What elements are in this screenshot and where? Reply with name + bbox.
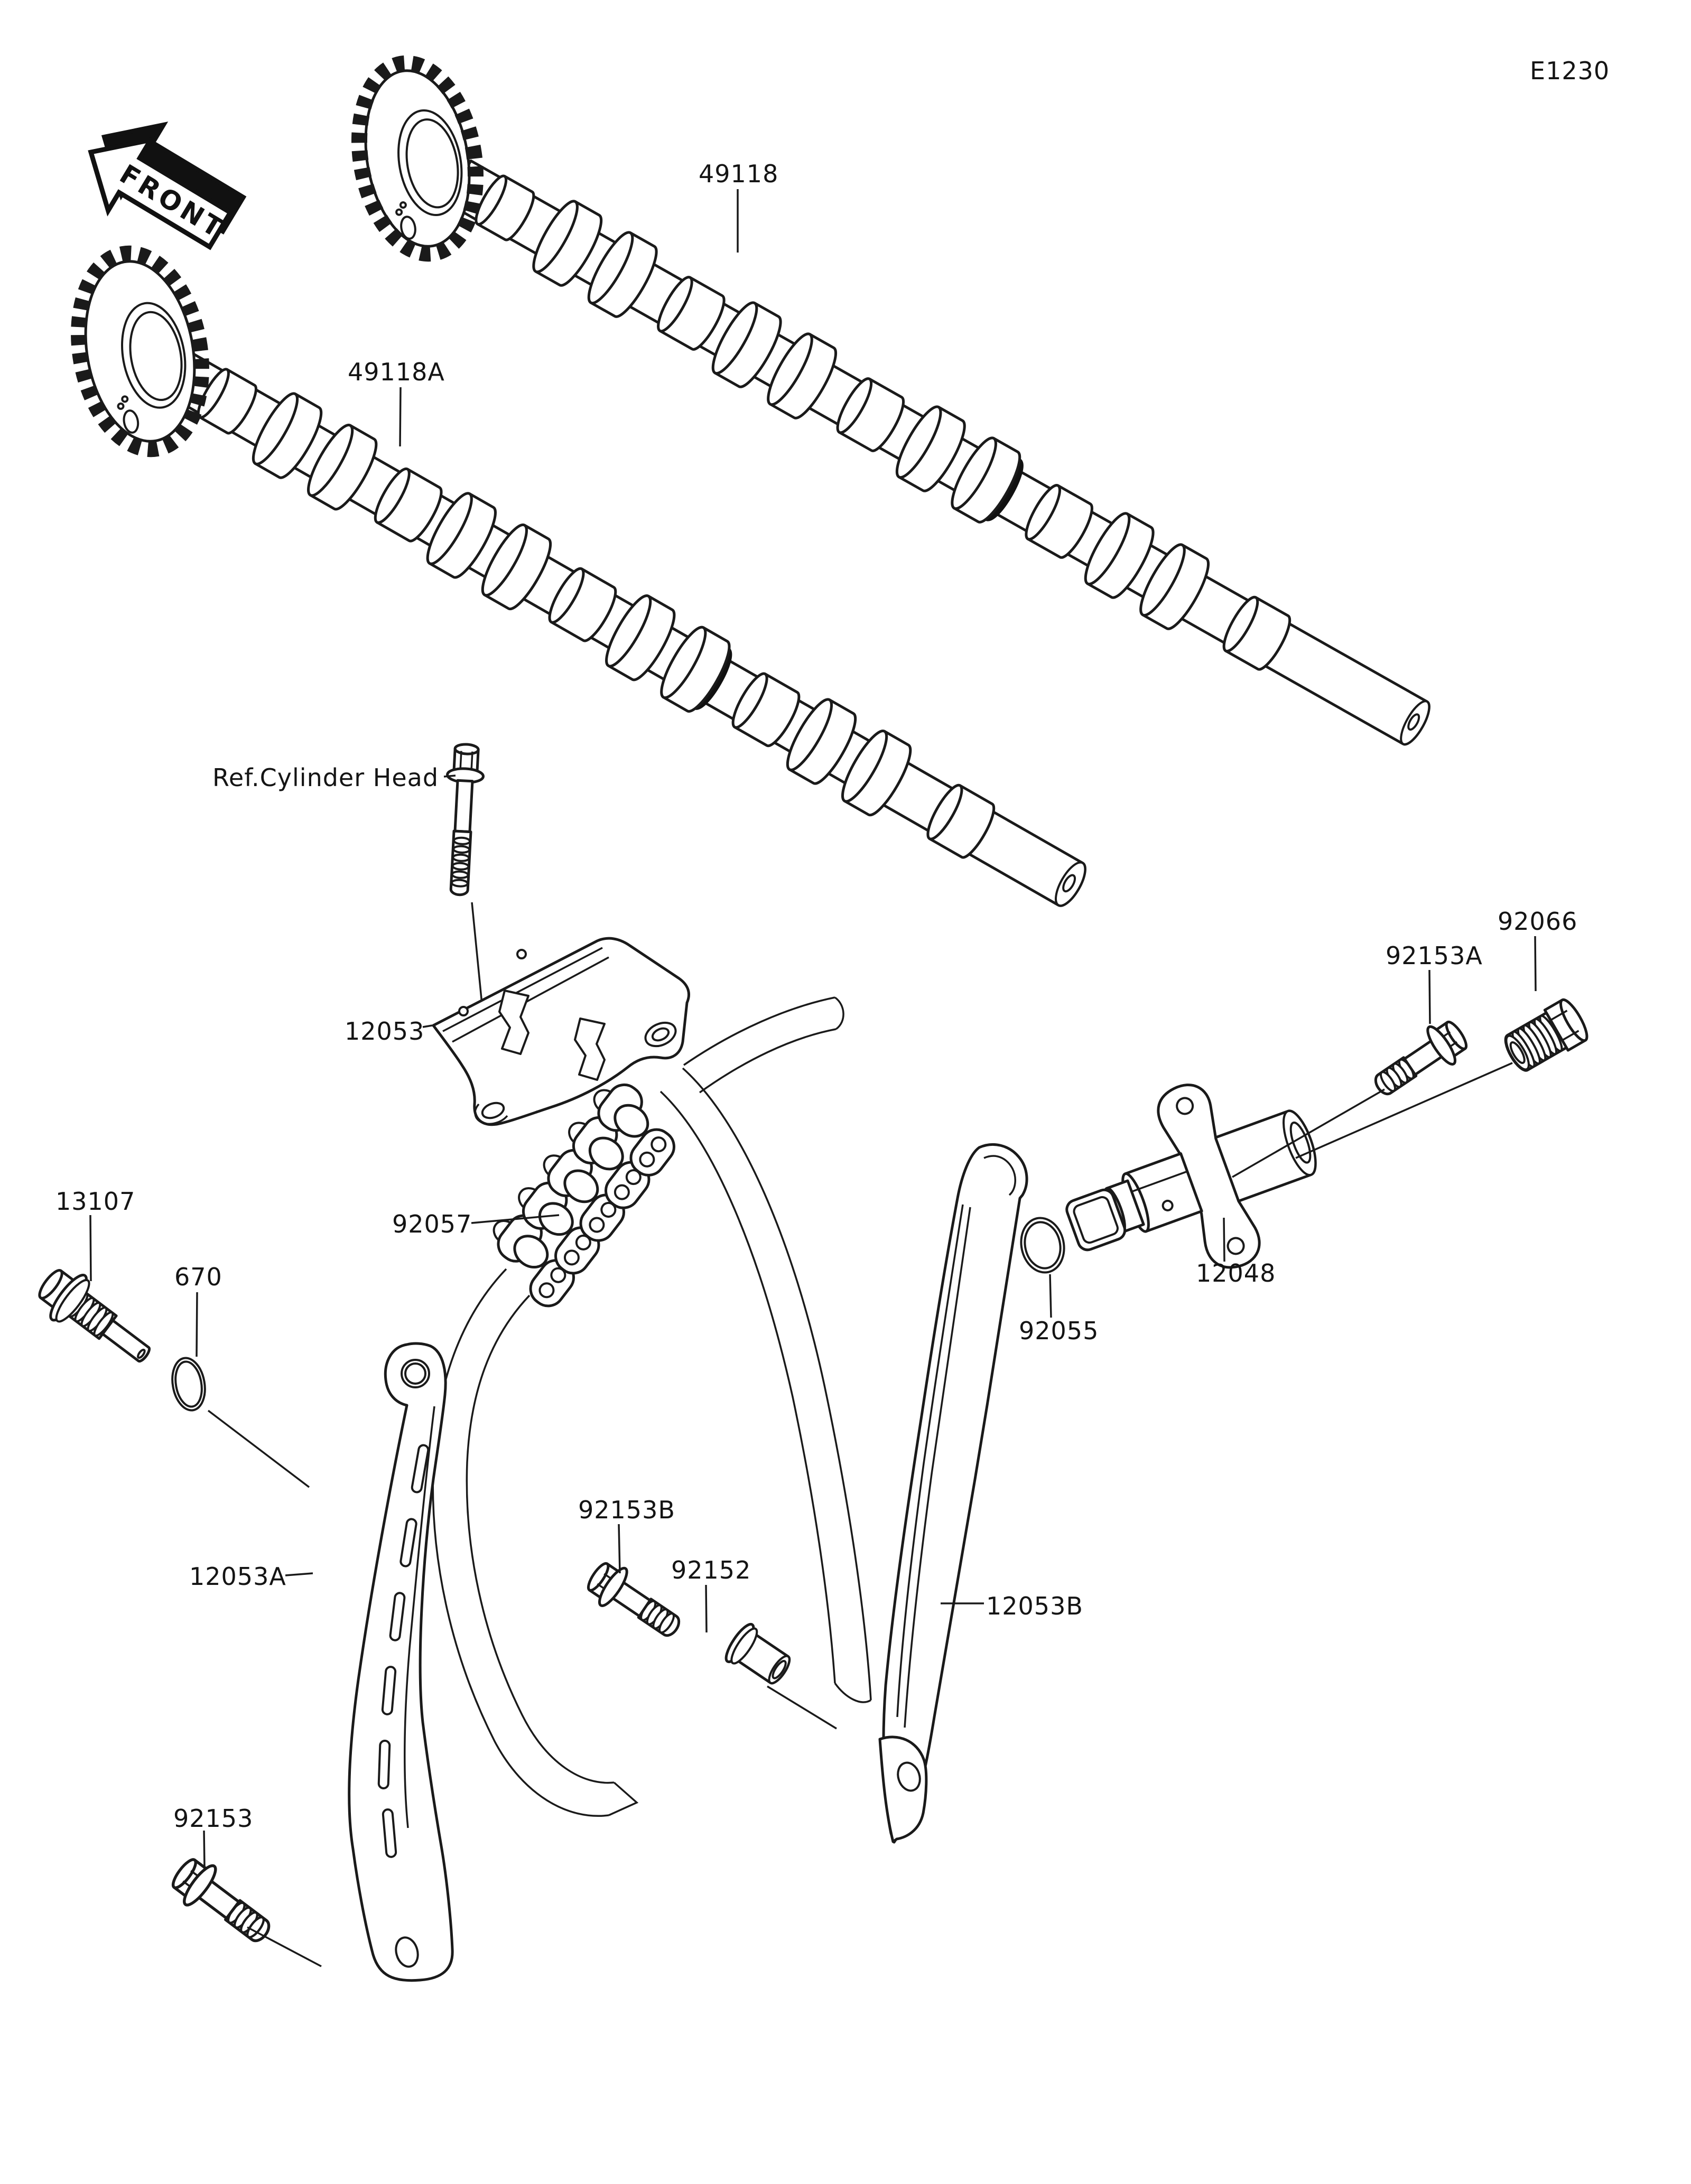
leader-670-part <box>207 1410 310 1488</box>
camshaft-exhaust <box>351 55 1430 746</box>
leader-lines <box>89 189 1537 1967</box>
part-label-92153: 92153 <box>173 1804 253 1833</box>
leader-92152 <box>705 1584 708 1633</box>
cam-chain-outline <box>432 996 872 1817</box>
part-label-13107: 13107 <box>55 1187 135 1216</box>
leader-ref-note <box>443 774 456 778</box>
part-label-12053B: 12053B <box>986 1592 1083 1620</box>
cylinder-head-bolt <box>446 743 485 897</box>
leader-13107 <box>89 1215 92 1282</box>
leader-12053A <box>285 1572 313 1576</box>
part-label-670: 670 <box>174 1263 222 1291</box>
part-label-92057: 92057 <box>392 1210 472 1238</box>
chain-tensioner <box>1065 1084 1317 1269</box>
front-arrow: FRONT <box>88 122 247 250</box>
leader-92057 <box>471 1214 560 1224</box>
part-labels: 49118 49118A Ref.Cylinder Head 12053 920… <box>55 160 1577 1833</box>
diagram-code: E1230 <box>1530 57 1610 85</box>
bolt-92153A <box>1366 1014 1473 1106</box>
part-label-92066: 92066 <box>1498 907 1577 936</box>
ref-cylinder-head-note: Ref.Cylinder Head <box>212 763 439 792</box>
part-label-49118: 49118 <box>699 160 778 188</box>
camshaft-intake <box>71 245 1086 907</box>
leader-49118A <box>399 387 402 447</box>
leader-92066-part <box>1295 1062 1513 1159</box>
part-label-49118A: 49118A <box>348 358 445 386</box>
leader-92153A-part <box>1232 1088 1385 1178</box>
part-label-12048: 12048 <box>1196 1259 1276 1287</box>
part-label-92055: 92055 <box>1019 1317 1099 1345</box>
leader-92153A <box>1428 969 1431 1024</box>
exhaust-sprocket <box>351 55 484 262</box>
part-label-92152: 92152 <box>671 1556 751 1584</box>
part-label-12053: 12053 <box>345 1017 424 1046</box>
chain-guide-front <box>878 1143 1028 1844</box>
bracket-12053 <box>432 937 690 1126</box>
oring-670 <box>171 1357 206 1412</box>
leader-92055 <box>1049 1274 1052 1318</box>
leader-92153-part <box>247 1926 322 1967</box>
tensioner-cap-plug <box>1504 998 1588 1072</box>
oring-92055 <box>1020 1217 1065 1274</box>
leader-92066 <box>1534 936 1537 992</box>
cam-chain-links <box>493 1083 675 1308</box>
pivot-bolt-13107 <box>38 1269 151 1363</box>
part-label-92153B: 92153B <box>578 1496 675 1524</box>
intake-sprocket <box>71 245 209 458</box>
leader-92153B <box>618 1524 621 1574</box>
bolt-92153 <box>165 1851 280 1954</box>
leader-92153 <box>203 1830 206 1868</box>
part-label-12053A: 12053A <box>189 1562 286 1591</box>
chain-guide-rear <box>348 1342 454 1982</box>
collar-92152 <box>724 1622 791 1685</box>
leader-12053 <box>422 1024 433 1028</box>
part-label-92153A: 92153A <box>1386 941 1483 970</box>
leader-92152-part <box>767 1685 837 1730</box>
